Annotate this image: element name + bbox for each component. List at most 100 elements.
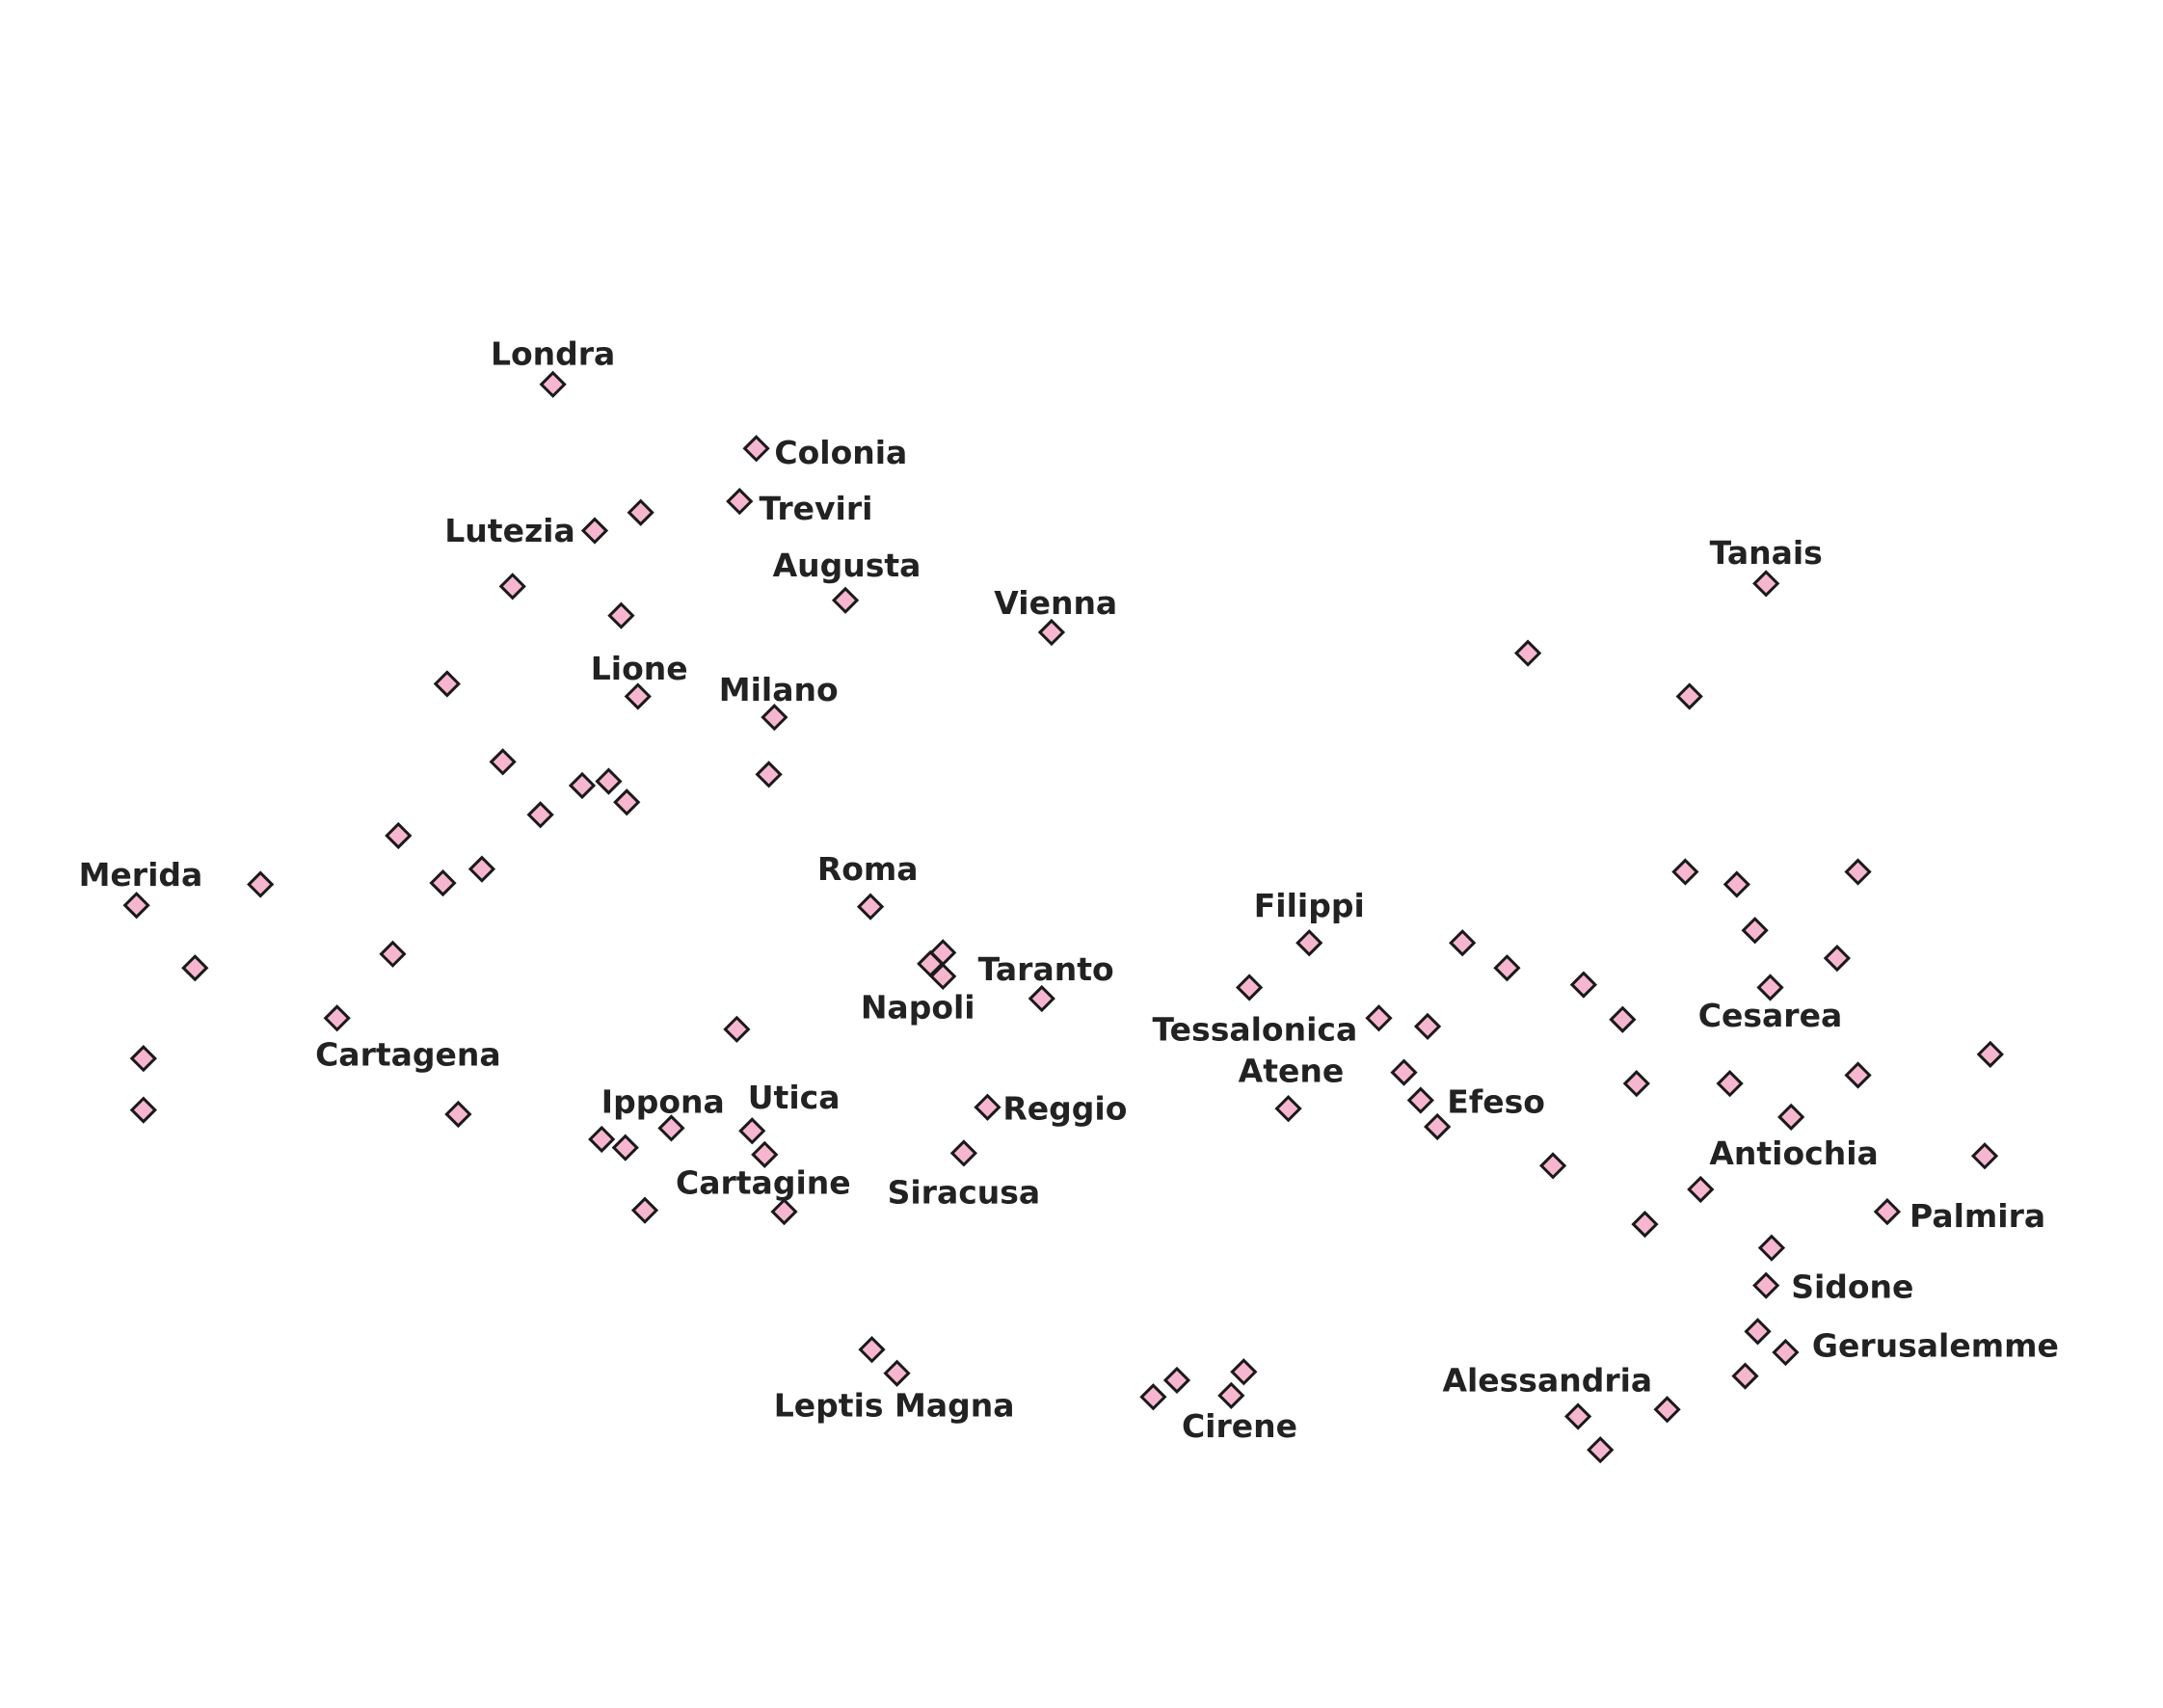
diamond-marker-icon[interactable] bbox=[595, 767, 623, 795]
city-marker-cartagine[interactable] bbox=[770, 1197, 798, 1226]
diamond-marker-icon[interactable] bbox=[1687, 1175, 1715, 1204]
diamond-marker-icon[interactable] bbox=[1744, 1318, 1772, 1346]
diamond-marker-icon[interactable] bbox=[1976, 1040, 2004, 1068]
diamond-marker-icon[interactable] bbox=[1424, 1112, 1452, 1141]
diamond-marker-icon[interactable] bbox=[1722, 870, 1750, 898]
diamond-marker-icon[interactable] bbox=[630, 1196, 659, 1224]
diamond-marker-icon[interactable] bbox=[1844, 1061, 1872, 1089]
diamond-marker-icon[interactable] bbox=[1139, 1383, 1167, 1411]
diamond-marker-icon[interactable] bbox=[1230, 1358, 1258, 1386]
diamond-marker-icon[interactable] bbox=[1162, 1366, 1191, 1395]
city-marker-antiochia[interactable] bbox=[1777, 1103, 1805, 1131]
diamond-marker-icon[interactable] bbox=[1622, 1070, 1650, 1098]
diamond-marker-icon[interactable] bbox=[444, 1100, 472, 1129]
diamond-marker-icon[interactable] bbox=[1844, 858, 1872, 886]
city-marker-milano[interactable] bbox=[761, 704, 788, 732]
city-marker-gerusalemme[interactable] bbox=[1772, 1338, 1800, 1367]
diamond-marker-icon[interactable] bbox=[588, 1125, 616, 1154]
diamond-marker-icon[interactable] bbox=[751, 1140, 779, 1168]
diamond-marker-icon[interactable] bbox=[129, 1096, 157, 1124]
city-marker-tanais[interactable] bbox=[1752, 570, 1780, 598]
city-marker-roma[interactable] bbox=[856, 893, 885, 921]
diamond-marker-icon[interactable] bbox=[723, 1015, 751, 1043]
diamond-marker-icon[interactable] bbox=[526, 801, 554, 829]
diamond-marker-icon[interactable] bbox=[1513, 639, 1542, 667]
city-marker-cirene[interactable] bbox=[1217, 1381, 1245, 1409]
diamond-marker-icon[interactable] bbox=[1538, 1152, 1567, 1180]
diamond-marker-icon[interactable] bbox=[1716, 1070, 1744, 1098]
diamond-marker-icon[interactable] bbox=[379, 940, 407, 968]
diamond-marker-icon[interactable] bbox=[1757, 1234, 1786, 1262]
diamond-marker-icon[interactable] bbox=[1631, 1210, 1659, 1239]
city-marker-siracusa[interactable] bbox=[949, 1139, 978, 1167]
diamond-marker-icon[interactable] bbox=[1823, 945, 1852, 973]
city-marker-cesarea[interactable] bbox=[1756, 974, 1784, 1001]
diamond-marker-icon[interactable] bbox=[607, 601, 635, 629]
city-marker-filippi[interactable] bbox=[1295, 929, 1323, 957]
city-marker-efeso[interactable] bbox=[1406, 1086, 1434, 1114]
diamond-marker-icon[interactable] bbox=[568, 771, 597, 800]
diamond-marker-icon[interactable] bbox=[129, 1045, 157, 1073]
city-marker-lutezia[interactable] bbox=[580, 517, 609, 545]
city-marker-ippona[interactable] bbox=[657, 1114, 685, 1142]
city-label-cartagine: Cartagine bbox=[676, 1163, 851, 1201]
city-marker-atene[interactable] bbox=[1274, 1095, 1302, 1123]
diamond-marker-icon[interactable] bbox=[1653, 1396, 1681, 1424]
diamond-marker-icon[interactable] bbox=[613, 788, 641, 816]
diamond-marker-icon[interactable] bbox=[429, 868, 457, 897]
diamond-marker-icon[interactable] bbox=[1609, 1005, 1637, 1033]
city-label-tessalonica: Tessalonica bbox=[1153, 1010, 1358, 1048]
city-label-palmira: Palmira bbox=[1909, 1197, 2045, 1235]
city-label-taranto: Taranto bbox=[978, 950, 1114, 988]
diamond-marker-icon[interactable] bbox=[247, 870, 275, 898]
diamond-marker-icon[interactable] bbox=[181, 954, 209, 982]
diamond-marker-icon[interactable] bbox=[1741, 917, 1769, 945]
diamond-marker-icon[interactable] bbox=[1970, 1142, 1999, 1170]
diamond-marker-icon[interactable] bbox=[1671, 858, 1699, 886]
city-marker-palmira[interactable] bbox=[1873, 1197, 1902, 1226]
diamond-marker-icon[interactable] bbox=[1569, 971, 1598, 999]
city-label-merida: Merida bbox=[79, 856, 203, 894]
city-label-sidone: Sidone bbox=[1791, 1268, 1913, 1306]
diamond-marker-icon[interactable] bbox=[755, 761, 783, 788]
diamond-marker-icon[interactable] bbox=[1365, 1004, 1393, 1032]
city-marker-taranto[interactable] bbox=[1028, 984, 1055, 1013]
city-marker-augusta[interactable] bbox=[831, 586, 860, 614]
city-marker-treviri[interactable] bbox=[726, 488, 754, 516]
diamond-marker-icon[interactable] bbox=[858, 1336, 886, 1364]
diamond-marker-icon[interactable] bbox=[611, 1134, 639, 1161]
city-label-leptis-magna: Leptis Magna bbox=[774, 1387, 1015, 1425]
diamond-marker-icon[interactable] bbox=[1413, 1012, 1442, 1041]
city-marker-merida[interactable] bbox=[122, 892, 150, 920]
city-marker-vienna[interactable] bbox=[1037, 618, 1066, 647]
diamond-marker-icon[interactable] bbox=[467, 855, 496, 883]
city-label-reggio: Reggio bbox=[1002, 1090, 1127, 1128]
city-marker-cartagena[interactable] bbox=[323, 1004, 351, 1032]
city-marker-utica[interactable] bbox=[738, 1117, 766, 1145]
city-label-cesarea: Cesarea bbox=[1698, 997, 1842, 1034]
city-marker-napoli[interactable] bbox=[929, 962, 957, 991]
city-label-lutezia: Lutezia bbox=[444, 512, 574, 549]
city-marker-londra[interactable] bbox=[539, 370, 567, 398]
diamond-marker-icon[interactable] bbox=[489, 748, 517, 776]
diamond-marker-icon[interactable] bbox=[1731, 1362, 1759, 1390]
city-label-cirene: Cirene bbox=[1182, 1407, 1297, 1445]
diamond-marker-icon[interactable] bbox=[498, 573, 526, 600]
city-marker-tessalonica[interactable] bbox=[1235, 974, 1264, 1001]
diamond-marker-icon[interactable] bbox=[1675, 682, 1703, 710]
diamond-marker-icon[interactable] bbox=[385, 821, 413, 850]
city-label-antiochia: Antiochia bbox=[1709, 1134, 1878, 1172]
city-marker-sidone[interactable] bbox=[1752, 1271, 1780, 1299]
city-label-gerusalemme: Gerusalemme bbox=[1812, 1326, 2059, 1364]
diamond-marker-icon[interactable] bbox=[1390, 1058, 1418, 1086]
city-marker-reggio[interactable] bbox=[974, 1093, 1001, 1121]
city-marker-colonia[interactable] bbox=[742, 435, 770, 463]
diamond-marker-icon[interactable] bbox=[433, 670, 461, 698]
diamond-marker-icon[interactable] bbox=[1587, 1436, 1615, 1464]
city-marker-leptis-magna[interactable] bbox=[883, 1359, 911, 1387]
diamond-marker-icon[interactable] bbox=[627, 498, 654, 526]
diamond-marker-icon[interactable] bbox=[1493, 954, 1521, 982]
city-marker-alessandria[interactable] bbox=[1564, 1402, 1592, 1430]
city-marker-lione[interactable] bbox=[624, 682, 652, 710]
diamond-marker-icon[interactable] bbox=[1449, 929, 1477, 957]
